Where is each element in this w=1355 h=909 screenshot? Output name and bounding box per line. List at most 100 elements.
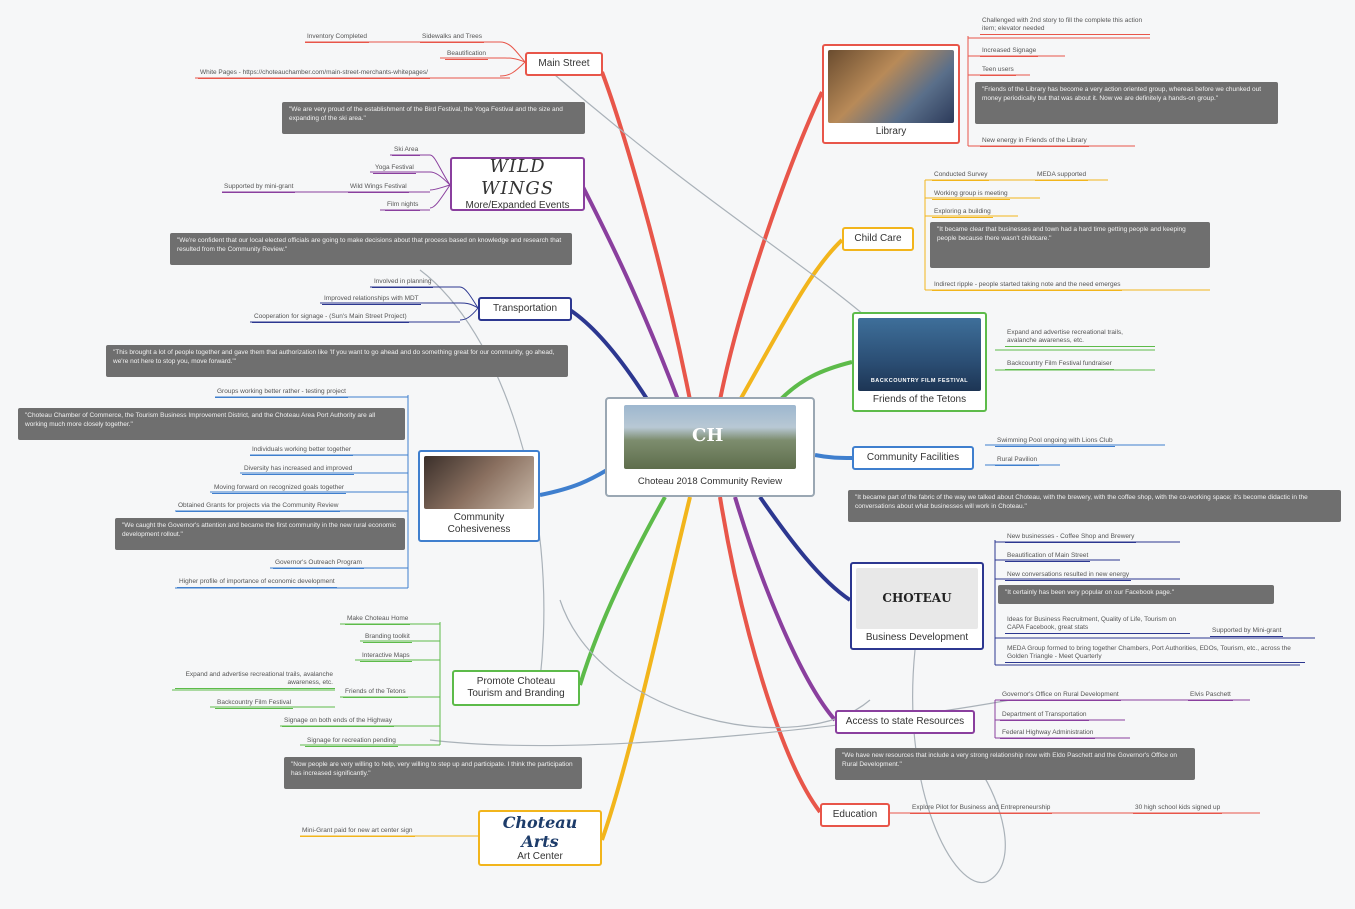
interactive-maps-leaf[interactable]: Interactive Maps — [360, 652, 412, 662]
tourism-label: Promote Choteau Tourism and Branding — [467, 676, 565, 699]
new-conversations-leaf[interactable]: New conversations resulted in new energy — [1005, 571, 1132, 581]
cohesiveness-node[interactable]: Community Cohesiveness — [418, 450, 540, 542]
branch-business — [758, 495, 852, 602]
tetons-label: Friends of the Tetons — [872, 394, 967, 405]
relation-line — [419, 269, 545, 681]
meda-group-leaf[interactable]: MEDA Group formed to bring together Cham… — [1005, 645, 1305, 663]
exploring-building-leaf[interactable]: Exploring a building — [932, 208, 993, 218]
supported-mini-grant-leaf[interactable]: Supported by mini-grant — [222, 183, 296, 193]
inventory-completed-leaf[interactable]: Inventory Completed — [305, 33, 369, 43]
relation-line — [429, 699, 1011, 747]
tetons-node[interactable]: BACKCOUNTRY FILM FESTIVAL Friends of the… — [852, 312, 987, 412]
tetons-expand-trails-leaf[interactable]: Expand and advertise recreational trails… — [1005, 329, 1155, 347]
child-care-node[interactable]: Child Care — [842, 227, 914, 251]
governors-outreach-leaf[interactable]: Governor's Outreach Program — [273, 559, 364, 569]
community-facilities-label: Community Facilities — [866, 452, 960, 463]
friends-tetons-leaf[interactable]: Friends of the Tetons — [343, 688, 408, 698]
branch-tetons — [778, 360, 853, 402]
choteau-landscape-image: CH — [624, 405, 796, 469]
conducted-survey-leaf[interactable]: Conducted Survey — [932, 171, 990, 181]
library-quote-note: "Friends of the Library has become a ver… — [975, 82, 1278, 124]
branch-main-street — [600, 71, 692, 401]
working-group-leaf[interactable]: Working group is meeting — [932, 190, 1010, 200]
higher-profile-leaf[interactable]: Higher profile of importance of economic… — [177, 578, 337, 588]
friends-library-leaf[interactable]: New energy in Friends of the Library — [980, 137, 1089, 147]
new-businesses-leaf[interactable]: New businesses - Coffee Shop and Brewery — [1005, 533, 1137, 543]
obtained-grants-leaf[interactable]: Obtained Grants for projects via the Com… — [176, 502, 341, 512]
community-facilities-node[interactable]: Community Facilities — [852, 446, 974, 470]
ideas-recruitment-leaf[interactable]: Ideas for Business Recruitment, Quality … — [1005, 616, 1190, 634]
diversity-leaf[interactable]: Diversity has increased and improved — [242, 465, 355, 475]
meda-supported-leaf[interactable]: MEDA supported — [1035, 171, 1089, 181]
town-logo: CH — [692, 425, 724, 446]
state-resources-node[interactable]: Access to state Resources — [835, 710, 975, 734]
events-label: More/Expanded Events — [465, 199, 570, 211]
improved-mdt-leaf[interactable]: Improved relationships with MDT — [322, 295, 421, 305]
tourism-backcountry-leaf[interactable]: Backcountry Film Festival — [215, 699, 294, 709]
tourism-expand-trails-leaf[interactable]: Expand and advertise recreational trails… — [175, 671, 335, 689]
education-node[interactable]: Education — [820, 803, 890, 827]
transportation-quote-note: "We're confident that our local elected … — [170, 233, 572, 265]
business-development-label: Business Development — [865, 632, 969, 643]
branch-childcare — [738, 238, 844, 401]
choteau-logo-image: CHOTEAU — [856, 568, 978, 629]
tetons-backcountry-leaf[interactable]: Backcountry Film Festival fundraiser — [1005, 360, 1114, 370]
rural-pavilion-leaf[interactable]: Rural Pavilion — [995, 456, 1040, 466]
white-pages-leaf[interactable]: White Pages - https://choteauchamber.com… — [198, 69, 430, 79]
ski-area-leaf[interactable]: Ski Area — [392, 146, 421, 156]
individuals-working-leaf[interactable]: Individuals working better together — [250, 446, 354, 456]
business-quote-2-note: "It certainly has been very popular on o… — [998, 585, 1274, 604]
governors-office-leaf[interactable]: Governor's Office on Rural Development — [1000, 691, 1121, 701]
signage-highway-leaf[interactable]: Signage on both ends of the Highway — [282, 717, 395, 727]
branch-facilities — [814, 453, 853, 460]
beautification-main-street-leaf[interactable]: Beautification of Main Street — [1005, 552, 1091, 562]
cohesiveness-quote-3-note: "We caught the Governor's attention and … — [115, 518, 405, 550]
library-node[interactable]: Library — [822, 44, 960, 144]
main-street-node[interactable]: Main Street — [525, 52, 603, 76]
swimming-pool-leaf[interactable]: Swimming Pool ongoing with Lions Club — [995, 437, 1115, 447]
state-quote-note: "We have new resources that include a ve… — [835, 748, 1195, 780]
art-center-node[interactable]: Choteau Arts Art Center — [478, 810, 602, 866]
mini-grant-supported-leaf[interactable]: Supported by Mini-grant — [1210, 627, 1284, 637]
cohesiveness-quote-2-note: "Choteau Chamber of Commerce, the Touris… — [18, 408, 405, 440]
teen-users-leaf[interactable]: Teen users — [980, 66, 1016, 76]
film-nights-leaf[interactable]: Film nights — [385, 201, 421, 211]
signage-recreation-leaf[interactable]: Signage for recreation pending — [305, 737, 398, 747]
increased-signage-leaf[interactable]: Increased Signage — [980, 47, 1039, 57]
groups-working-leaf[interactable]: Groups working better rather - testing p… — [215, 388, 348, 398]
sidewalks-trees-leaf[interactable]: Sidewalks and Trees — [420, 33, 484, 43]
explore-pilot-leaf[interactable]: Explore Pilot for Business and Entrepren… — [910, 804, 1053, 814]
state-resources-label: Access to state Resources — [845, 716, 965, 727]
federal-highway-leaf[interactable]: Federal Highway Administration — [1000, 729, 1096, 739]
wild-wings-festival-leaf[interactable]: Wild Wings Festival — [348, 183, 409, 193]
elvis-paschett-leaf[interactable]: Elvis Paschett — [1188, 691, 1233, 701]
department-transportation-leaf[interactable]: Department of Transportation — [1000, 711, 1089, 721]
art-mini-grant-leaf[interactable]: Mini-Grant paid for new art center sign — [300, 827, 415, 837]
yoga-festival-leaf[interactable]: Yoga Festival — [373, 164, 416, 174]
beautification-leaf[interactable]: Beautification — [445, 50, 489, 60]
transportation-node[interactable]: Transportation — [478, 297, 572, 321]
branch-state — [733, 496, 837, 722]
signage-cooperation-leaf[interactable]: Cooperation for signage - (Sun's Main St… — [252, 313, 409, 323]
second-story-leaf[interactable]: Challenged with 2nd story to fill the co… — [980, 17, 1150, 35]
branch-tourism — [578, 496, 667, 686]
tourism-node[interactable]: Promote Choteau Tourism and Branding — [452, 670, 580, 706]
art-center-label: Art Center — [517, 851, 563, 863]
indirect-ripple-leaf[interactable]: Indirect ripple - people started taking … — [932, 281, 1123, 291]
central-topic[interactable]: CH Choteau 2018 Community Review — [605, 397, 815, 497]
branch-education — [718, 496, 822, 814]
child-care-quote-note: "It became clear that businesses and tow… — [930, 222, 1210, 268]
branding-toolkit-leaf[interactable]: Branding toolkit — [363, 633, 412, 643]
business-development-node[interactable]: CHOTEAU Business Development — [850, 562, 984, 650]
make-choteau-home-leaf[interactable]: Make Choteau Home — [345, 615, 411, 625]
library-label: Library — [875, 126, 907, 137]
cohesiveness-quote-1-note: "This brought a lot of people together a… — [106, 345, 568, 377]
students-signed-leaf[interactable]: 30 high school kids signed up — [1133, 804, 1223, 814]
events-node[interactable]: WILD WINGS More/Expanded Events — [450, 156, 585, 211]
tourism-quote-note: "Now people are very willing to help, ve… — [284, 757, 582, 789]
transportation-label: Transportation — [492, 303, 558, 314]
moving-forward-leaf[interactable]: Moving forward on recognized goals toget… — [212, 484, 347, 494]
backcountry-film-festival-image: BACKCOUNTRY FILM FESTIVAL — [858, 318, 981, 391]
involved-planning-leaf[interactable]: Involved in planning — [372, 278, 434, 288]
